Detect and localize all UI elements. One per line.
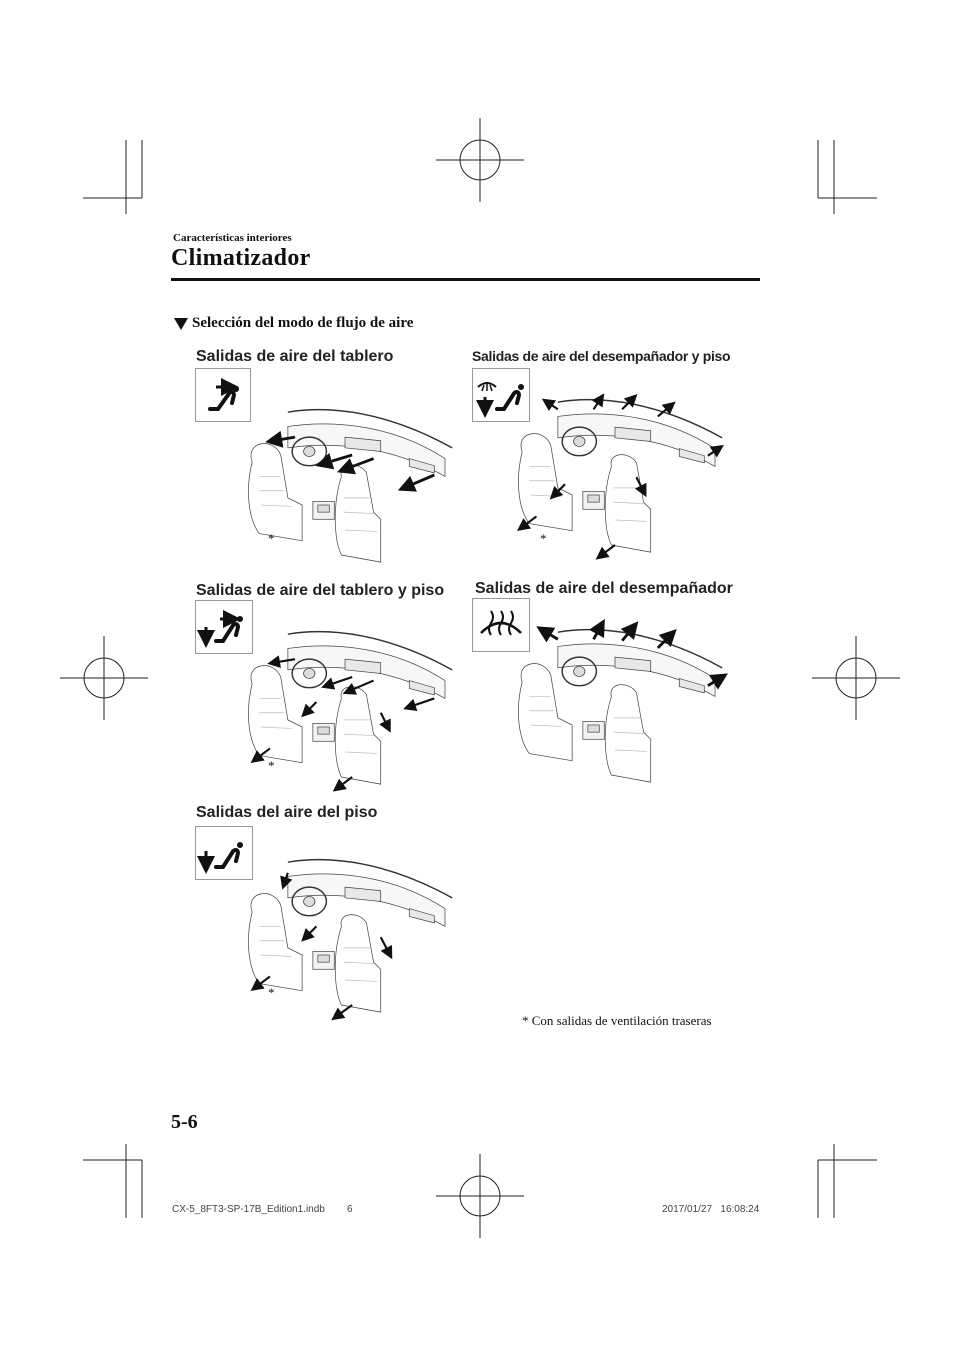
cabin-illustration-floor [247, 858, 453, 1021]
face-mode-icon-box [195, 368, 251, 422]
asterisk-marker: * [540, 531, 547, 546]
cabin-illustration-bi-level [247, 630, 453, 792]
bi-level-icon-box [195, 600, 253, 654]
asterisk-marker: * [268, 985, 275, 1000]
defrost-icon-box [472, 598, 530, 652]
defrost-floor-icon-box [472, 368, 530, 422]
panel-title-floor: Salidas del aire del piso [196, 804, 378, 821]
header-rule [171, 278, 760, 281]
subsection-title: Selección del modo de flujo de aire [192, 315, 414, 331]
section-label: Características interiores [173, 232, 292, 244]
defrost-icon [480, 610, 522, 636]
panel-title-bi-level: Salidas de aire del tablero y piso [196, 582, 445, 599]
face-vent-icon [208, 378, 239, 411]
bi-level-icon [197, 610, 243, 648]
page-number: 5-6 [171, 1111, 198, 1133]
panel-title-face: Salidas de aire del tablero [196, 348, 394, 365]
subsection-heading: Selección del modo de flujo de aire [174, 315, 413, 332]
chapter-title: Climatizador [171, 245, 311, 271]
footer-sheet: 6 [347, 1204, 353, 1215]
footnote: * Con salidas de ventilación traseras [522, 1013, 712, 1028]
footer-filename: CX-5_8FT3-SP-17B_Edition1.indb [172, 1204, 325, 1215]
defrost-floor-icon [476, 382, 524, 418]
asterisk-marker: * [268, 758, 275, 773]
cabin-illustration-defrost-floor [517, 393, 724, 560]
footer-timestamp: 2017/01/27 16:08:24 [662, 1204, 760, 1215]
panel-title-defrost: Salidas de aire del desempañador [475, 580, 733, 597]
floor-icon-box [195, 826, 253, 880]
cabin-illustration-defrost [517, 618, 729, 783]
panel-title-defrost-floor: Salidas de aire del desempañador y piso [472, 348, 731, 364]
asterisk-marker: * [268, 531, 275, 546]
floor-icon [197, 842, 243, 874]
cabin-illustration-face [247, 408, 453, 563]
down-triangle-icon [174, 317, 188, 330]
